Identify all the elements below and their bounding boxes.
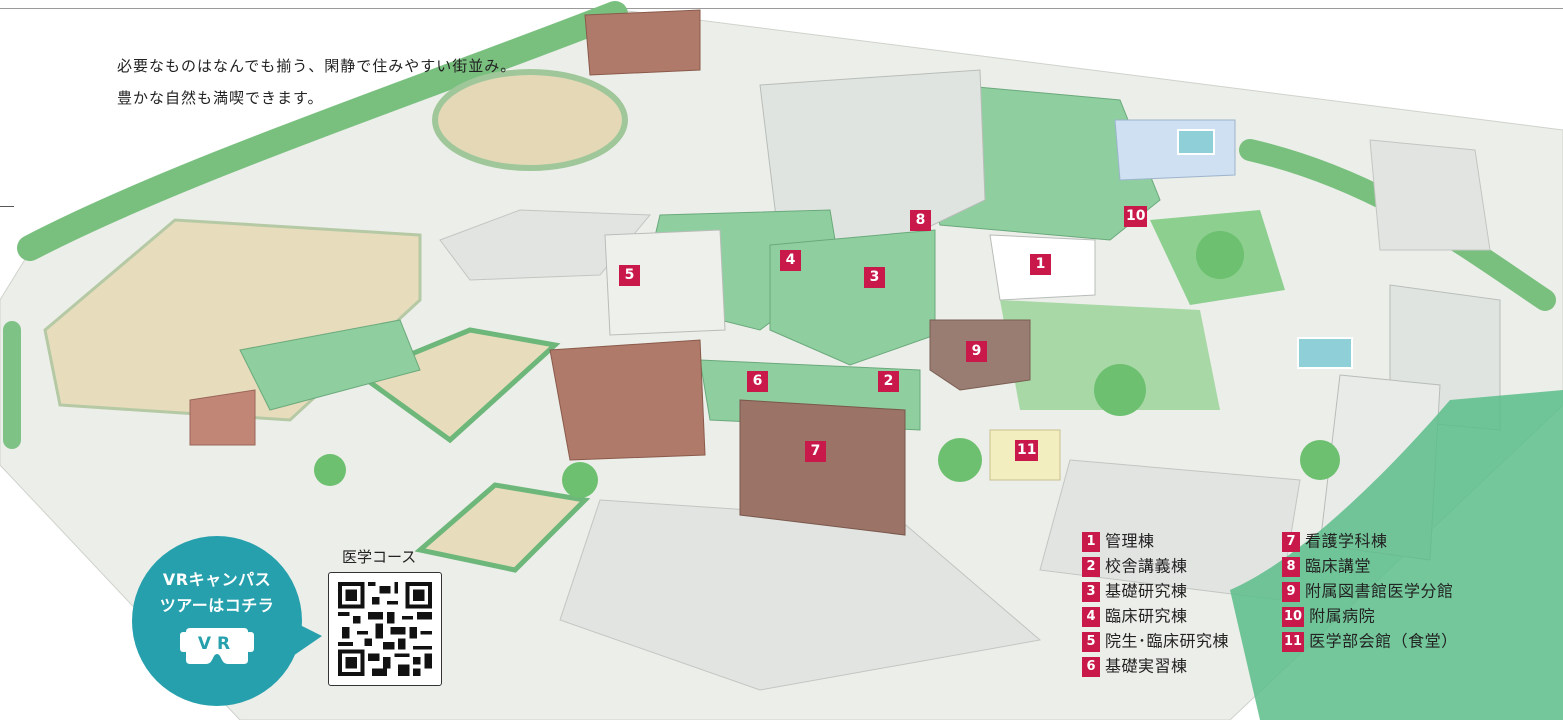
vr-title-line-2: ツアーはコチラ (159, 596, 275, 615)
legend-num: 8 (1282, 556, 1300, 577)
legend-label: 医学部会館（食堂） (1309, 631, 1458, 651)
legend-label: 看護学科棟 (1305, 531, 1388, 551)
tree-cluster-6 (314, 454, 346, 486)
vr-tour-button[interactable]: VRキャンパス ツアーはコチラ VR (132, 536, 302, 706)
legend-label: 校舎講義棟 (1105, 556, 1188, 576)
legend-num: 3 (1082, 581, 1100, 602)
sports-track (432, 69, 628, 171)
map-pin-5: 5 (619, 265, 640, 286)
side-tick (0, 206, 14, 207)
legend-num: 4 (1082, 606, 1100, 627)
legend-num: 11 (1282, 631, 1305, 652)
building-west-annex (189, 389, 256, 446)
building-basic (769, 229, 936, 366)
tree-cluster-3 (1300, 440, 1340, 480)
tree-belt-north (17, 1, 628, 261)
map-pin-10: 10 (1124, 206, 1148, 227)
building-west-hall (239, 319, 421, 411)
intro-line-1: 必要なものはなんでも揃う、閑静で住みやすい街並み。 (117, 57, 517, 75)
intro-text: 必要なものはなんでも揃う、閑静で住みやすい街並み。 豊かな自然も満喫できます。 (117, 50, 516, 114)
map-pin-4: 4 (780, 250, 801, 271)
vr-goggles-icon: VR (170, 626, 264, 666)
south-lawn (1000, 300, 1220, 410)
legend-label: 基礎研究棟 (1105, 581, 1188, 601)
tree-cluster-5 (1196, 231, 1244, 279)
map-pin-11: 11 (1015, 440, 1039, 461)
intro-line-2: 豊かな自然も満喫できます。 (117, 89, 324, 107)
map-pin-7: 7 (805, 441, 826, 462)
tree-cluster-4 (562, 462, 598, 498)
map-pin-2: 2 (878, 371, 899, 392)
map-pin-1: 1 (1030, 254, 1051, 275)
building-brick-west (549, 339, 706, 461)
legend-num: 7 (1282, 531, 1300, 552)
map-pin-3: 3 (864, 267, 885, 288)
parking-east (1369, 139, 1491, 251)
helipad-roof (1177, 129, 1215, 155)
legend-num: 10 (1282, 606, 1305, 627)
map-pin-8: 8 (910, 210, 931, 231)
building-dorm (584, 9, 701, 76)
qr-caption: 医学コース (342, 548, 417, 566)
vr-title-line-1: VRキャンパス (162, 570, 272, 589)
legend-label: 臨床研究棟 (1105, 606, 1188, 626)
building-blue-wing (1114, 119, 1236, 181)
helipad-ground (1297, 337, 1353, 369)
building-grad (604, 229, 726, 336)
legend-label: 管理棟 (1105, 531, 1155, 551)
tree-cluster-1 (938, 438, 982, 482)
vr-goggles-text: VR (197, 634, 237, 654)
legend-num: 5 (1082, 631, 1100, 652)
legend-label: 臨床講堂 (1305, 556, 1372, 576)
legend-label: 附属図書館医学分館 (1305, 581, 1454, 601)
legend-num: 1 (1082, 531, 1100, 552)
tennis-court-2 (414, 482, 591, 573)
building-nursing (739, 399, 906, 536)
legend-num: 9 (1282, 581, 1300, 602)
river (1230, 390, 1563, 720)
map-pin-9: 9 (966, 341, 987, 362)
tree-cluster-2 (1094, 364, 1146, 416)
map-pin-6: 6 (747, 371, 768, 392)
legend-label: 附属病院 (1309, 606, 1376, 626)
legend-label: 基礎実習棟 (1105, 656, 1188, 676)
legend-label: 院生･臨床研究棟 (1105, 631, 1230, 651)
legend-num: 6 (1082, 656, 1100, 677)
legend-num: 2 (1082, 556, 1100, 577)
top-rule (0, 8, 1563, 9)
qr-code-icon[interactable] (328, 572, 442, 686)
